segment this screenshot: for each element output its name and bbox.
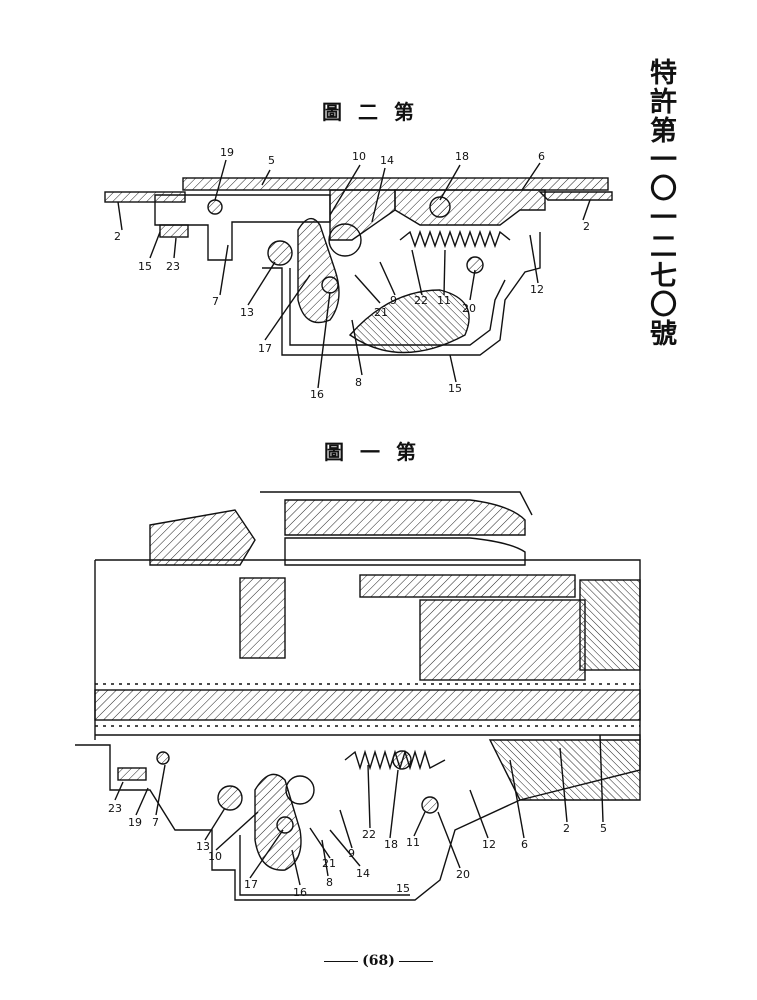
fig2-label-17: 17 [258, 342, 272, 355]
fig2-label-6: 6 [538, 150, 545, 163]
fig1-label-19: 19 [128, 816, 142, 829]
fig2-label-5: 5 [268, 154, 275, 167]
fig2-label-7: 7 [212, 295, 219, 308]
fig1-cartridge-lower [284, 537, 526, 566]
fig1-label-22: 22 [362, 828, 376, 841]
fig2-label-15-bottom: 15 [448, 382, 462, 395]
fig1-label-2: 2 [563, 822, 570, 835]
page-number-text: (68) [362, 953, 395, 969]
fig1-label-17: 17 [244, 878, 258, 891]
page-number-dash-right [398, 960, 433, 962]
fig2-label-2-right: 2 [583, 220, 590, 233]
fig2-label-11: 11 [437, 294, 451, 307]
fig2-label-21: 21 [374, 306, 388, 319]
fig1-label-20: 20 [456, 868, 470, 881]
fig2-trigger-guard [262, 232, 541, 356]
fig2-label-18: 18 [455, 150, 469, 163]
figure-2-drawing: 19 5 10 14 18 6 2 2 15 23 7 13 17 16 8 1… [104, 146, 613, 401]
fig1-label-8: 8 [326, 876, 333, 889]
fig2-label-15-top: 15 [138, 260, 152, 273]
fig1-label-13: 13 [196, 840, 210, 853]
fig1-label-18: 18 [384, 838, 398, 851]
fig2-label-19: 19 [220, 146, 234, 159]
fig1-label-6: 6 [521, 838, 528, 851]
fig2-label-10: 10 [352, 150, 366, 163]
page-number-dash-left [324, 960, 359, 962]
fig2-spring [399, 229, 511, 249]
fig1-label-16: 16 [293, 886, 307, 899]
fig1-label-23: 23 [108, 802, 122, 815]
fig1-label-11: 11 [406, 836, 420, 849]
figure-2-title: 圖二第 [322, 100, 430, 124]
fig2-top-plate-left [104, 191, 186, 203]
fig2-label-8: 8 [355, 376, 362, 389]
fig1-label-9: 9 [348, 847, 355, 860]
fig1-label-7: 7 [152, 816, 159, 829]
fig1-label-10: 10 [208, 850, 222, 863]
patent-number: 特許第一〇一二七〇號 [645, 58, 676, 348]
fig2-label-16: 16 [310, 388, 324, 401]
figure-1-title: 圖一第 [324, 440, 432, 464]
fig1-label-12: 12 [482, 838, 496, 851]
fig1-label-14: 14 [356, 867, 370, 880]
fig1-cartridge-upper [284, 499, 526, 536]
page-number: (68) [0, 953, 757, 969]
fig2-label-14: 14 [380, 154, 394, 167]
fig2-label-22: 22 [414, 294, 428, 307]
fig2-label-20: 20 [462, 302, 476, 315]
fig2-label-2-left: 2 [114, 230, 121, 243]
fig2-label-12: 12 [530, 283, 544, 296]
fig2-label-9: 9 [390, 294, 397, 307]
fig1-label-15: 15 [396, 882, 410, 895]
fig2-label-13: 13 [240, 306, 254, 319]
fig1-guide-rod [94, 689, 641, 721]
fig1-label-5: 5 [600, 822, 607, 835]
fig1-label-21: 21 [322, 857, 336, 870]
fig1-wood-stock [488, 739, 641, 801]
fig2-label-23: 23 [166, 260, 180, 273]
